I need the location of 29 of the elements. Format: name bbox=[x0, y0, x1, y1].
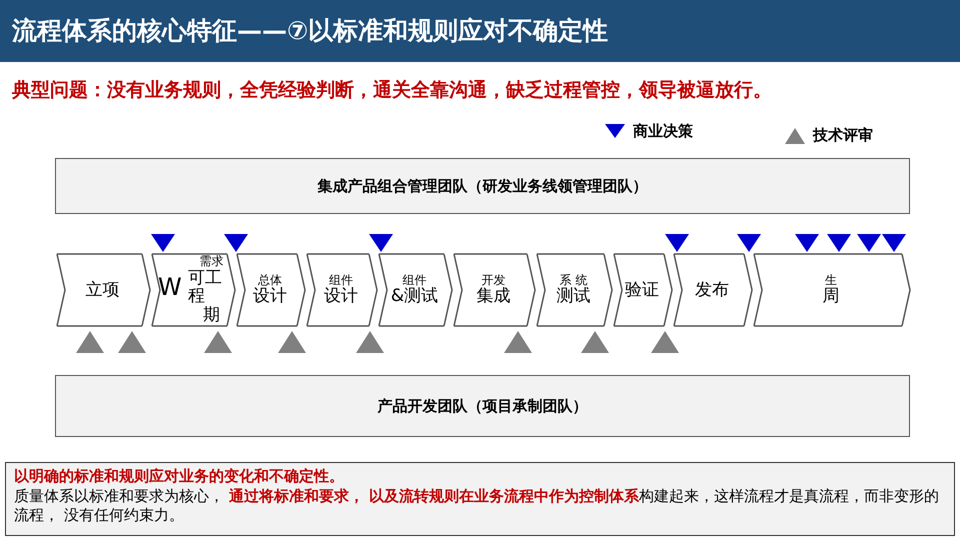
legend-label: 技术评审 bbox=[813, 126, 873, 145]
team-name: 产品开发团队（项目承制团队） bbox=[378, 396, 588, 416]
stage-label: 周 bbox=[822, 287, 840, 306]
stage-label: 立项 bbox=[86, 280, 120, 300]
problem-statement: 典型问题：没有业务规则，全凭经验判断，通关全靠沟通，缺乏过程管控，领导被逼放行。 bbox=[12, 78, 773, 103]
legend-label: 商业决策 bbox=[633, 122, 693, 141]
stage-label: 组件 bbox=[329, 274, 353, 288]
stage-label: 设计 bbox=[253, 287, 287, 306]
note-text: 质量体系以标准和要求为核心， 通过将标准和要求， 以及流转规则在业务流程中作为控制体系构建起来，这样流程才是真流程，而非变形的流程， 没有任何约束力。 bbox=[14, 486, 940, 526]
note-heading: 以明确的标准和规则应对业务的变化和不确定性。 bbox=[14, 467, 345, 486]
stage-label: 发布 bbox=[695, 280, 729, 300]
stage-label: 需求 bbox=[200, 255, 224, 269]
stage-label: 总体 bbox=[258, 274, 282, 288]
stage-label: 系 统 bbox=[560, 274, 588, 288]
stage-label: 期 bbox=[203, 306, 220, 325]
stage-label: 集成 bbox=[476, 287, 510, 306]
stage-label: 验证 bbox=[625, 280, 659, 300]
stage-label: 开发 bbox=[482, 274, 506, 288]
slide-title: 流程体系的核心特征——⑦以标准和规则应对不确定性 bbox=[12, 15, 608, 47]
stage-label: 生 bbox=[825, 274, 837, 288]
stage-label: 设计 bbox=[324, 287, 358, 306]
stage-label: 可工程 bbox=[188, 268, 223, 306]
stage-label: 测试 bbox=[556, 287, 590, 306]
stage-label: &测试 bbox=[390, 287, 438, 306]
team-band bbox=[55, 158, 910, 214]
note-box bbox=[5, 462, 955, 536]
team-band bbox=[55, 375, 910, 437]
stage-label: 组件 bbox=[402, 274, 426, 288]
team-name: 集成产品组合管理团队（研发业务线领管理团队） bbox=[318, 176, 648, 196]
